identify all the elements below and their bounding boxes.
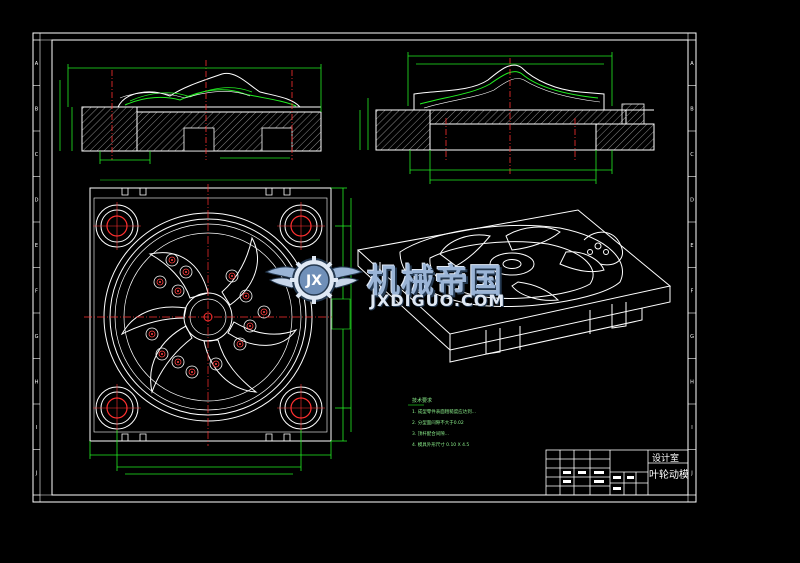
zone-label-right: B — [690, 106, 694, 112]
zone-labels-left: A B C D E F G H I J — [35, 61, 39, 477]
notes-list: 1. 成型零件表面粗糙度应达到... 2. 分型面间隙不大于0.02 3. 顶杆配合… — [412, 409, 476, 448]
notes-heading: 技术要求 — [412, 398, 433, 404]
watermark-logo-text: JX — [305, 273, 322, 289]
title-block-fine-cells — [563, 471, 634, 490]
zone-label-left: F — [35, 288, 38, 294]
zone-label-left: E — [35, 243, 38, 249]
zone-label-right: F — [691, 288, 694, 294]
watermark-en: JXDIGUO.COM — [370, 291, 506, 310]
zone-label-left: C — [35, 152, 39, 158]
zone-label-right: D — [690, 197, 694, 203]
watermark: JX 机械帝国 JXDIGUO.COM — [262, 250, 552, 314]
zone-label-left: H — [35, 379, 39, 385]
note-line: 1. 成型零件表面粗糙度应达到... — [412, 410, 477, 415]
title-block-designer: 设计室 — [652, 454, 680, 464]
plan-view — [84, 179, 352, 475]
zone-label-right: J — [690, 470, 692, 476]
zone-label-left: G — [35, 334, 39, 340]
zone-label-left: J — [35, 470, 37, 476]
watermark-logo-icon: JX — [264, 256, 364, 304]
zone-label-right: I — [691, 425, 692, 431]
zone-ticks — [33, 39, 696, 496]
title-block-drawing-name: 叶轮动模 — [649, 470, 689, 481]
watermark-cn: 机械帝国 — [367, 261, 503, 300]
note-line: 2. 分型面间隙不大于0.02 — [412, 421, 464, 426]
zone-label-left: I — [36, 425, 37, 431]
title-block-frame — [545, 449, 689, 496]
zone-label-right: E — [690, 243, 693, 249]
zone-label-left: B — [35, 106, 39, 112]
front-section-view — [59, 60, 322, 164]
zone-label-left: D — [35, 197, 39, 203]
zone-label-left: A — [35, 61, 39, 67]
note-line: 3. 顶杆配合间隙... — [412, 432, 450, 437]
zone-label-right: C — [690, 152, 694, 158]
note-line: 4. 模具外形尺寸 0.10 X 4.5 — [412, 443, 470, 448]
zone-label-right: H — [690, 379, 694, 385]
zone-label-right: G — [690, 334, 694, 340]
technical-notes: 技术要求 1. 成型零件表面粗糙度应达到... 2. 分型面间隙不大于0.02 3.… — [412, 397, 476, 448]
isometric-view — [356, 209, 672, 363]
zone-labels-right: A B C D E F G H I J — [690, 61, 694, 477]
zone-label-right: A — [690, 61, 694, 67]
side-section-view — [359, 52, 655, 184]
